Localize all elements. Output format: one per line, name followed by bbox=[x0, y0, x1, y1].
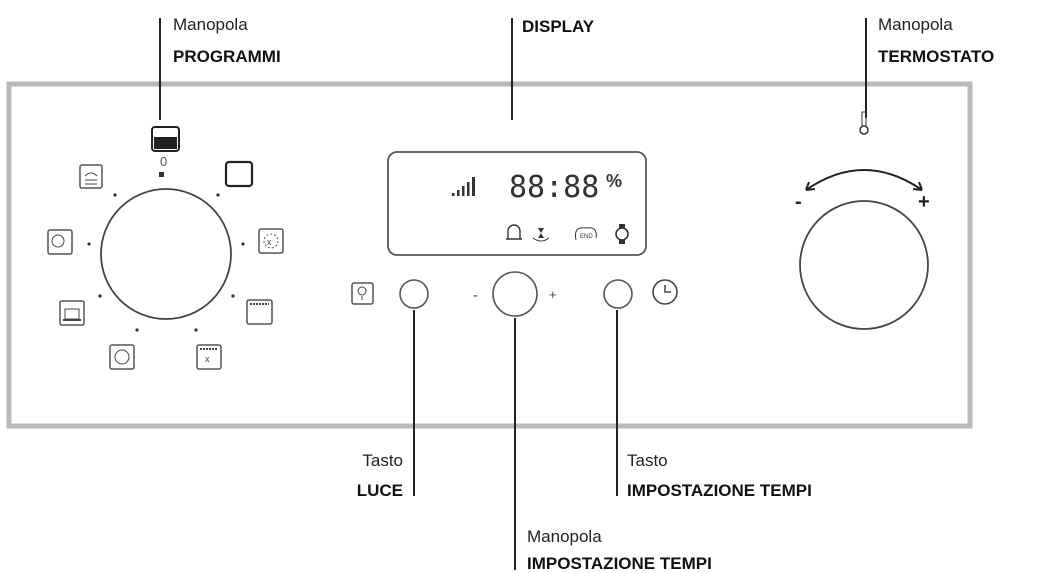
time-setting-button[interactable] bbox=[603, 279, 633, 309]
light-icon bbox=[224, 160, 254, 188]
programmi-knob-group: 0 x x bbox=[47, 126, 284, 370]
display: 88:88 % END bbox=[387, 151, 647, 256]
rotation-arrow bbox=[805, 169, 923, 191]
svg-text:END: END bbox=[580, 234, 593, 240]
label-luce-type: Tasto bbox=[362, 451, 403, 470]
display-time: 88:88 bbox=[509, 170, 599, 205]
position-marker bbox=[159, 172, 164, 177]
bottom-heat-icon bbox=[59, 300, 85, 326]
label-programmi-type: Manopola bbox=[173, 15, 248, 34]
light-button-icon bbox=[351, 282, 374, 305]
svg-text:x: x bbox=[267, 237, 272, 247]
top-grill-icon bbox=[246, 299, 273, 325]
termostato-knob[interactable] bbox=[799, 200, 929, 330]
label-manopola-tempi-type: Manopola bbox=[527, 527, 602, 546]
label-termostato-type: Manopola bbox=[878, 15, 953, 34]
bell-icon bbox=[506, 224, 522, 240]
fan-ring-icon: x bbox=[258, 228, 284, 254]
label-tasto-tempi: IMPOSTAZIONE TEMPI bbox=[627, 481, 812, 500]
time-knob-plus: + bbox=[549, 287, 557, 302]
label-manopola-tempi: IMPOSTAZIONE TEMPI bbox=[527, 554, 712, 573]
conventional-icon bbox=[79, 164, 103, 189]
oven-off-icon bbox=[151, 126, 180, 152]
termostato-plus: + bbox=[918, 191, 930, 213]
position-dots bbox=[87, 193, 245, 332]
label-programmi: PROGRAMMI bbox=[173, 47, 281, 66]
grill-fan-icon: x bbox=[196, 344, 222, 370]
pizza-icon bbox=[109, 344, 135, 370]
termostato-minus: - bbox=[795, 191, 802, 213]
thermometer-icon bbox=[859, 111, 869, 135]
label-tasto-tempi-type: Tasto bbox=[627, 451, 668, 470]
svg-text:x: x bbox=[205, 354, 210, 364]
signal-bars-icon bbox=[452, 177, 475, 196]
display-percent: % bbox=[606, 171, 622, 191]
light-button[interactable] bbox=[399, 279, 429, 309]
programmi-knob[interactable] bbox=[100, 188, 232, 320]
end-icon: END bbox=[575, 227, 597, 241]
time-setting-knob[interactable] bbox=[492, 271, 538, 317]
time-knob-minus: - bbox=[473, 287, 478, 304]
label-luce: LUCE bbox=[357, 481, 403, 500]
defrost-icon bbox=[47, 229, 73, 255]
duration-icon bbox=[532, 228, 550, 242]
position-zero-label: 0 bbox=[160, 154, 167, 169]
label-termostato: TERMOSTATO bbox=[878, 47, 994, 66]
label-display: DISPLAY bbox=[522, 17, 595, 36]
clock-icon bbox=[615, 224, 629, 244]
clock-button-icon bbox=[652, 279, 678, 305]
